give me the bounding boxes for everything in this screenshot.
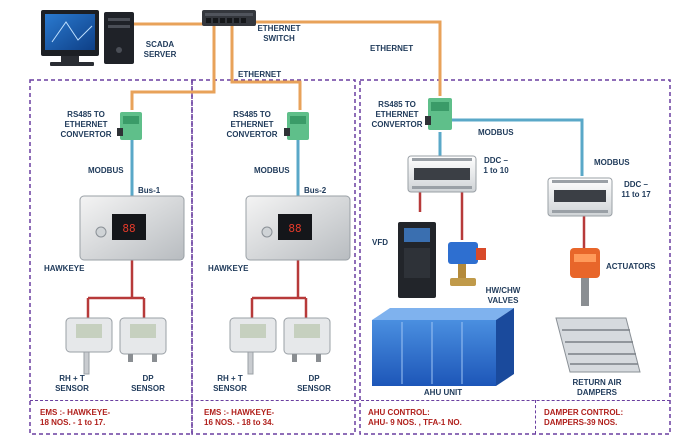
wire-ems1-sensors: [86, 260, 146, 318]
rh-t-sensor-ems1-label: RH + T SENSOR: [55, 374, 89, 393]
ethernet-cable-ems2: [230, 26, 302, 110]
bus2-label: Bus-2: [304, 186, 327, 195]
converter-ems2-icon: [284, 112, 309, 140]
ethernet-label-mid: ETHERNET: [238, 70, 282, 79]
panel-ahu-border: [359, 79, 671, 435]
actuator-icon: [570, 248, 600, 306]
ddc-controller-1-icon: [407, 155, 477, 193]
ethernet-switch-icon: [202, 10, 256, 26]
converter-ahu-icon: [425, 98, 452, 130]
vfd-label: VFD: [372, 238, 388, 247]
ethernet-cable-ahu: [250, 20, 442, 96]
converter-ahu-label: RS485 TO ETHERNET CONVERTOR: [371, 100, 423, 129]
footer-damper: DAMPER CONTROL: DAMPERS-39 NOS.: [544, 408, 624, 427]
dp-sensor-ems1-label: DP SENSOR: [131, 374, 165, 393]
modbus-label-ahu: MODBUS: [478, 128, 514, 137]
ddc-controller-2-icon: [547, 177, 613, 217]
dp-sensor-ems1-icon: [119, 317, 167, 362]
footer-ems1: EMS :- HAWKEYE- 18 NOS. - 1 to 17.: [40, 408, 111, 427]
footer-separator-ahu: [535, 400, 536, 434]
ethernet-cable-ems1: [130, 26, 216, 110]
panel-borders: [29, 79, 671, 435]
modbus-label-ddc2: MODBUS: [594, 158, 630, 167]
rh-t-sensor-ems1-icon: [65, 317, 113, 375]
ddc1-label: DDC – 1 to 10: [483, 156, 509, 175]
ethernet-cables: [130, 20, 442, 110]
dp-sensor-ems2-icon: [283, 317, 331, 362]
control-wiring: [86, 192, 586, 318]
converter-ems1-label: RS485 TO ETHERNET CONVERTOR: [60, 110, 112, 139]
valve-icon: [448, 242, 486, 286]
svg-text:88: 88: [122, 222, 135, 235]
footer-divider: [30, 400, 670, 401]
dp-sensor-ems2-label: DP SENSOR: [297, 374, 331, 393]
damper-icon: [555, 317, 641, 373]
rh-t-sensor-ems2-label: RH + T SENSOR: [213, 374, 247, 393]
hawkeye-label-ems1: HAWKEYE: [44, 264, 85, 273]
wire-ems2-sensors: [250, 260, 308, 318]
rh-t-sensor-ems2-icon: [229, 317, 277, 375]
ddc2-label: DDC – 11 to 17: [621, 180, 651, 199]
modbus-label-ems2: MODBUS: [254, 166, 290, 175]
ethernet-switch-label: ETHERNET SWITCH: [257, 24, 301, 43]
modbus-label-ems1: MODBUS: [88, 166, 124, 175]
vfd-icon: [398, 222, 436, 298]
converter-ems1-icon: [117, 112, 142, 140]
footer-ems2: EMS :- HAWKEYE- 16 NOS. - 18 to 34.: [204, 408, 275, 427]
footer-ahu: AHU CONTROL: AHU- 9 NOS. , TFA-1 NO.: [368, 408, 462, 427]
scada-server-icon: [41, 10, 134, 66]
ethernet-label-right: ETHERNET: [370, 44, 414, 53]
hawkeye-meter-ems1-icon: 88: [79, 195, 185, 261]
actuators-label: ACTUATORS: [606, 262, 656, 271]
scada-server-label: SCADA SERVER: [143, 40, 177, 59]
panel-ems2-border: [191, 79, 356, 435]
bus1-label: Bus-1: [138, 186, 161, 195]
ahu-unit-label: AHU UNIT: [423, 388, 463, 397]
dampers-label: RETURN AIR DAMPERS: [572, 378, 622, 397]
hawkeye-meter-ems2-icon: 88: [245, 195, 351, 261]
hawkeye-label-ems2: HAWKEYE: [208, 264, 249, 273]
modbus-cable-ddc2: [452, 118, 584, 176]
modbus-cables: [130, 118, 584, 196]
svg-text:88: 88: [288, 222, 301, 235]
ahu-unit-icon: [372, 308, 514, 386]
valves-label: HW/CHW VALVES: [485, 286, 521, 305]
converter-ems2-label: RS485 TO ETHERNET CONVERTOR: [226, 110, 278, 139]
